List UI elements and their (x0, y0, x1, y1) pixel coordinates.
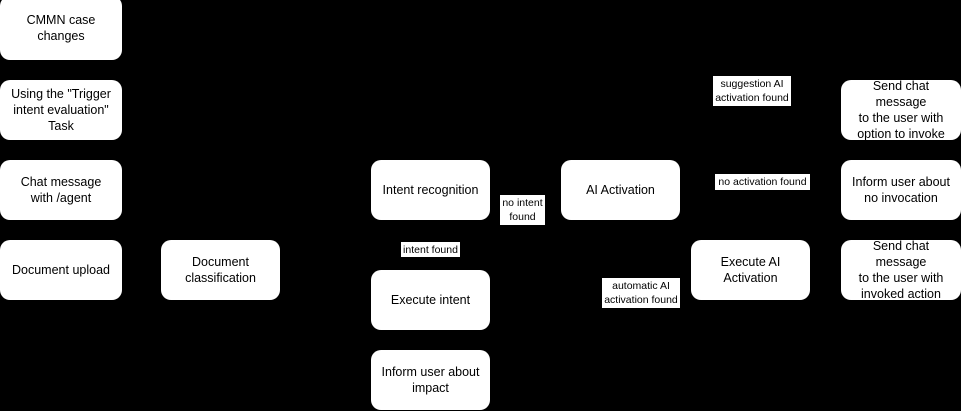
node-chat-message-with-agent[interactable]: Chat message with /agent (0, 160, 122, 220)
node-send-chat-message-option-to-invoke[interactable]: Send chat message to the user with optio… (841, 79, 961, 141)
edge-label-text: no activation found (718, 176, 807, 188)
node-label: Send chat message to the user with optio… (857, 79, 945, 141)
node-document-classification[interactable]: Document classification (161, 240, 280, 300)
node-label: Inform user about impact (381, 365, 480, 395)
node-label: Chat message with /agent (20, 175, 102, 205)
edge-label-suggestion-ai-activation-found: suggestion AI activation found (713, 76, 791, 106)
node-send-chat-message-invoked-action[interactable]: Send chat message to the user with invok… (841, 239, 961, 301)
node-label: Intent recognition (382, 183, 479, 197)
node-execute-intent[interactable]: Execute intent (371, 270, 490, 330)
node-intent-recognition[interactable]: Intent recognition (371, 160, 490, 220)
node-cmmn-case-changes[interactable]: CMMN case changes (0, 0, 122, 60)
node-label: Using the "Trigger intent evaluation" Ta… (11, 87, 111, 133)
node-trigger-intent-evaluation-task[interactable]: Using the "Trigger intent evaluation" Ta… (0, 80, 122, 140)
node-label: Document upload (12, 263, 110, 277)
edge-label-no-intent-found: no intent found (500, 195, 545, 225)
edge-label-text: intent found (403, 243, 458, 256)
node-inform-user-about-no-invocation[interactable]: Inform user about no invocation (841, 160, 961, 220)
node-label: Inform user about no invocation (852, 175, 950, 205)
edge-label-intent-found: intent found (401, 242, 460, 257)
edge-label-text: automatic AI activation found (604, 280, 678, 306)
node-label: CMMN case changes (26, 13, 96, 43)
node-document-upload[interactable]: Document upload (0, 240, 122, 300)
node-inform-user-about-impact[interactable]: Inform user about impact (371, 350, 490, 410)
edge-label-text: suggestion AI activation found (715, 78, 789, 104)
node-execute-ai-activation[interactable]: Execute AI Activation (691, 240, 810, 300)
edge-label-no-activation-found: no activation found (715, 174, 810, 190)
node-label: Send chat message to the user with invok… (858, 239, 944, 301)
node-label: AI Activation (586, 183, 655, 197)
node-label: Document classification (185, 255, 256, 285)
edge-label-automatic-ai-activation-found: automatic AI activation found (602, 278, 680, 308)
node-ai-activation[interactable]: AI Activation (561, 160, 680, 220)
edge-label-text: no intent found (502, 197, 543, 223)
node-label: Execute intent (390, 293, 471, 307)
node-label: Execute AI Activation (720, 255, 781, 285)
